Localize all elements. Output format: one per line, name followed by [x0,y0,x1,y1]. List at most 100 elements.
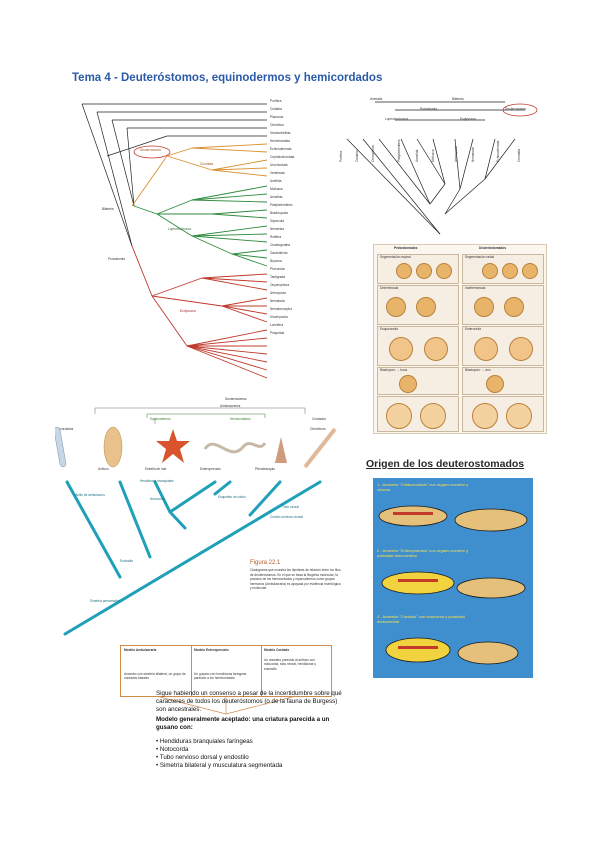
tip-label: Nematoda [270,299,285,303]
embryo-icon [506,403,532,429]
starfish-icon [156,429,190,463]
tree2-tip: Ctenophora [371,145,375,162]
tree2-top-label: Bilateria [452,97,464,101]
tip-label: Rotifera [270,235,282,239]
tip-label: Arthropoda [270,291,286,295]
tip-label: Priapulida [270,331,285,335]
tree2-top-label: Protostomia [420,107,438,111]
tip-label: Cephalochordata [270,155,295,159]
tree2-tip: Annelida [415,149,419,162]
panel-row: Blastoporo → ano [465,368,491,372]
lancelet-icon [303,427,337,469]
tip-label: Onychophora [270,283,290,287]
taxon-label: Estrella de mar [145,467,167,471]
ancestor-box: Modelo Cordado Un ancestro parecido al a… [261,646,331,696]
tip-label: Vertebrata [270,171,285,175]
ancestor-box-text: Un gusano con hendiduras faríngeas parec… [194,672,247,681]
panel-row: Segmentación espiral [380,255,411,259]
ancestor-3b-icon [457,641,519,665]
ancestor-1b-icon [454,508,528,532]
embryo-icon [472,403,498,429]
phylogeny-tree-main [81,103,268,379]
taxon-label: Ctenóforos [310,427,326,431]
tip-label: Brachiopoda [270,211,288,215]
tip-label: Nematomorpha [270,307,292,311]
panel-row: Blastoporo → boca [380,368,408,372]
origin-item: 2 - Ancestro "Enteropneusto" con órgano … [377,548,469,558]
embryo-icon [504,297,524,317]
embryo-icon [396,263,412,279]
figure-caption: Figura 22.1 [250,560,281,566]
ancestor-box: Modelo Ambulacraria Ancestro con simetrí… [121,646,192,696]
bullet-list: • Hendiduras branquiales faríngeas • Not… [156,738,342,770]
tree2-top-label: Lophotrochozoa [385,117,408,121]
tip-label: Nemertea [270,227,284,231]
tree2-tip: Cnidaria [355,150,359,162]
tip-label: Chaetognatha [270,243,291,247]
embryo-icon [389,337,413,361]
ancestor-box-text: Ancestro con simetría bilateral, un grup… [124,672,186,681]
ancestor-2b-icon [456,577,526,599]
tree2-tip: Mollusca [431,149,435,162]
group-label: Ambulacrarios [220,404,241,408]
tree2-tip: Nematoda [471,147,475,162]
panel-header: Deuteróstomados [479,246,507,250]
embryo-icon [486,375,504,393]
tip-label: Tardigrada [270,275,286,279]
section-title: Origen de los deuterostomados [366,458,525,470]
embryo-icon [416,297,436,317]
origin-figure: 1 - Ancestro "Cefalocordado" con órgano … [373,478,533,678]
ancestor-boxes: Modelo Ambulacraria Ancestro con simetrí… [120,645,332,715]
ancestor-box: Modelo Enteropneusto Un gusano con hendi… [191,646,262,696]
tip-label: Loricifera [270,323,284,327]
taxon-label: Urocordados [55,427,74,431]
embryo-icon [416,263,432,279]
character-label: Notocorda [150,497,165,501]
bullet-item: • Hendiduras branquiales faríngeas [156,738,253,745]
group-label: Deuteróstomos [225,397,247,401]
tree2-tip: Echinodermata [496,140,500,162]
ancestor-2-icon [381,571,455,595]
embryo-icon [386,403,412,429]
embryo-development-panel: Protostomados Deuteróstomados Segmentaci… [373,244,547,434]
panel-row: Determinada [380,286,399,290]
character-label: Anillo de ambulacros [75,493,105,497]
character-label: Tubo neural [282,505,299,509]
tip-label: Mollusca [270,187,283,191]
tree2-top-label: Deuterostomia [505,107,526,111]
tree2-tip: Platyhelminthes [397,139,401,162]
ancestor-box-title: Modelo Cordado [264,648,290,652]
clade-label: Lophotrochozoa [168,227,191,231]
group-label: Equinodermos [150,417,171,421]
embryo-icon [474,297,494,317]
character-label: Simetría pentarradial [90,599,120,603]
embryo-icon [436,263,452,279]
clade-label: Ecdysozoa [180,309,196,313]
clade-label: Chordata [200,162,214,166]
tree2-top-label: Ecdysozoa [460,117,476,121]
tip-label: Echinodermata [270,147,292,151]
tip-label: Sipuncula [270,219,284,223]
taxon-label: Pterobranquio [255,467,276,471]
embryo-icon [509,337,533,361]
group-label: Cordados [312,417,326,421]
notochord-icon [393,512,433,515]
bottom-paragraph: Modelo generalmente aceptado: una criatu… [156,716,330,731]
panel-row: Segmentación radial [465,255,495,259]
tip-label: Phoronida [270,267,285,271]
embryo-icon [386,297,406,317]
tip-label: Gastrotricha [270,251,288,255]
tip-label: Annelida [270,195,283,199]
character-label: Esqueleto de calcio [218,495,246,499]
panel-row: Esquizocelia [380,327,398,331]
amphioxus-icon [103,426,123,468]
character-label: Endostilo [120,559,134,563]
tip-label: Anellida [270,179,282,183]
animal-icons [55,426,337,469]
bottom-paragraph: Sigue habiendo un consenso a pesar de la… [156,690,342,713]
taxon-label: Enteropneusto [200,467,221,471]
embryo-icon [522,263,538,279]
ancestor-3-icon [385,637,451,663]
group-label: Hemicordados [230,417,251,421]
tunicate-icon [55,427,67,467]
